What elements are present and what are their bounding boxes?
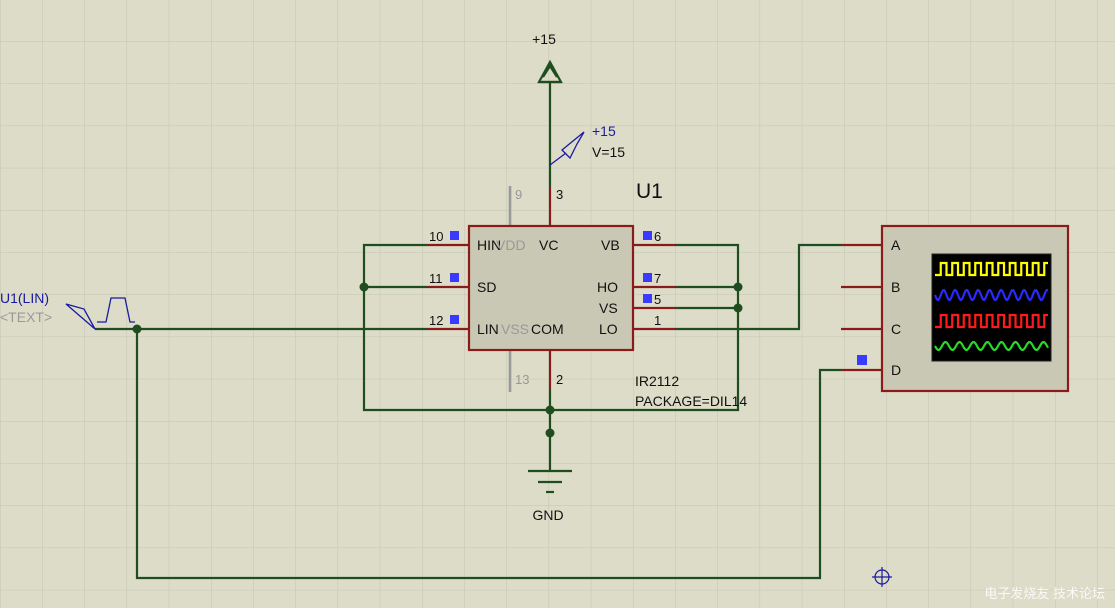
pin-num-1: 1	[654, 313, 661, 328]
oscilloscope[interactable]: A B C D	[841, 224, 1070, 393]
pin-num-5: 5	[654, 292, 661, 307]
junction-dot	[733, 303, 743, 313]
wire-to-scope-d	[135, 329, 841, 580]
scope-pins	[841, 243, 882, 372]
junction-dot	[733, 282, 743, 292]
generator-arrow-icon	[65, 303, 96, 330]
probe-name: +15	[592, 123, 616, 139]
pulse-icon	[97, 297, 135, 323]
ic-u1[interactable]: U1 IR2112 PACKAGE=DIL14 HIN VDD VC VB SD…	[427, 180, 747, 409]
scope-channel-a: A	[891, 237, 901, 253]
pin-name-com: COM	[531, 321, 564, 337]
scope-trace-1	[935, 261, 1048, 277]
ic-part: IR2112	[635, 373, 679, 389]
scope-channel-c: C	[891, 321, 901, 337]
power-label: +15	[532, 31, 556, 47]
probe-arrow-icon	[561, 131, 585, 160]
pin-name-vs: VS	[599, 300, 618, 316]
pin-num-10: 10	[429, 229, 443, 244]
scope-trace-2	[933, 288, 1049, 302]
pulse-generator[interactable]: U1(LIN) <TEXT>	[0, 290, 135, 330]
ic-ref: U1	[636, 180, 663, 203]
ground-terminal[interactable]: GND	[528, 469, 572, 523]
pin-name-lin: LIN	[477, 321, 499, 337]
scope-trace-4	[934, 341, 1049, 351]
generator-name: U1(LIN)	[0, 290, 49, 306]
scope-state-marker	[857, 355, 867, 365]
pin-num-11: 11	[429, 271, 443, 286]
pin-name-vc: VC	[539, 237, 558, 253]
ic-package: PACKAGE=DIL14	[635, 393, 747, 409]
probe-value: V=15	[592, 144, 625, 160]
junction-dot	[545, 428, 555, 438]
pin-num-13: 13	[515, 372, 529, 387]
ic-pins	[427, 188, 675, 390]
wire-lo-to-scope-a	[675, 243, 841, 331]
junction-dot	[545, 405, 555, 415]
pin-name-vdd: VDD	[496, 237, 526, 253]
pin-num-9: 9	[515, 187, 522, 202]
pin-name-sd: SD	[477, 279, 496, 295]
junctions	[132, 282, 743, 438]
scope-traces	[933, 261, 1049, 351]
scope-trace-3	[935, 313, 1048, 329]
junction-dot	[359, 282, 369, 292]
junction-dot	[132, 324, 142, 334]
origin-marker	[872, 567, 892, 587]
voltage-probe[interactable]: +15 V=15	[549, 123, 625, 166]
pin-num-6: 6	[654, 229, 661, 244]
ground-label: GND	[532, 507, 563, 523]
pin-name-hin: HIN	[477, 237, 501, 253]
generator-text: <TEXT>	[0, 309, 52, 325]
scope-channel-d: D	[891, 362, 901, 378]
pin-name-vb: VB	[601, 237, 620, 253]
scope-channel-b: B	[891, 279, 900, 295]
pin-name-lo: LO	[599, 321, 618, 337]
watermark: 电子发烧友 技术论坛	[984, 586, 1105, 601]
pin-state-markers	[450, 231, 652, 324]
ground-icon	[528, 469, 572, 494]
ic-body[interactable]	[467, 224, 635, 352]
pin-num-7: 7	[654, 271, 661, 286]
pin-name-vss: VSS	[501, 321, 529, 337]
pin-num-12: 12	[429, 313, 443, 328]
pin-num-2: 2	[556, 372, 563, 387]
pin-num-3: 3	[556, 187, 563, 202]
pin-name-ho: HO	[597, 279, 618, 295]
power-terminal[interactable]: +15	[532, 31, 563, 84]
